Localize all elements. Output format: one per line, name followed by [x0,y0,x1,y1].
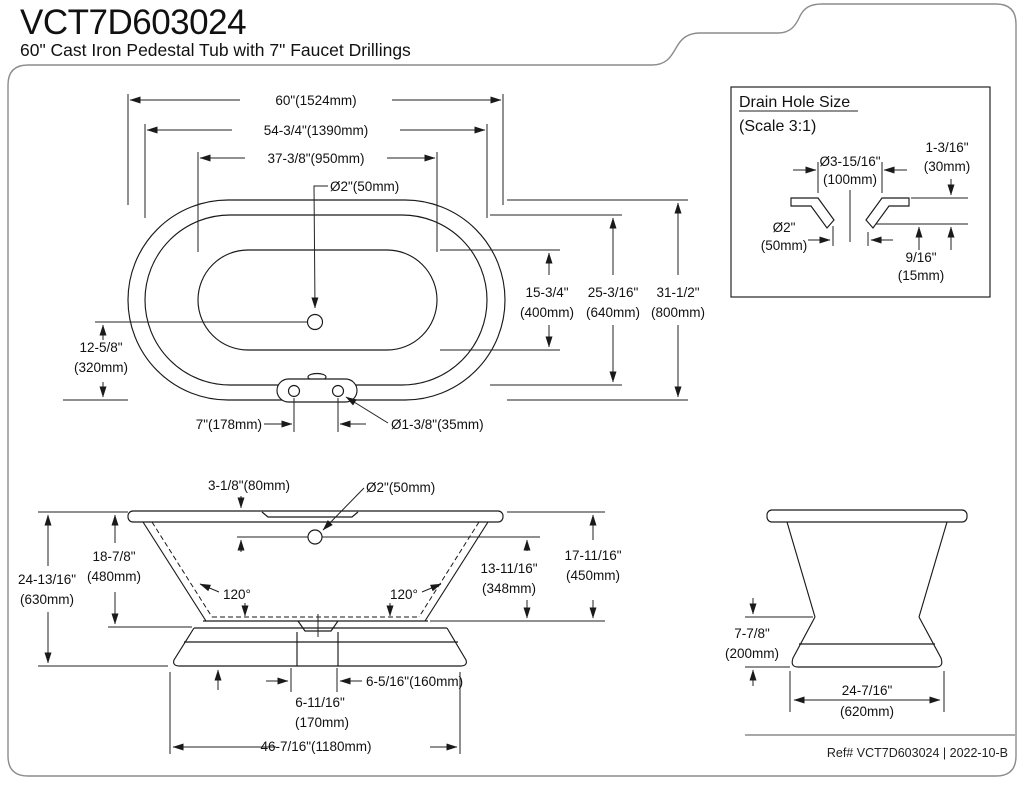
dim-height-overall-in: 24-13/16" [18,572,76,587]
dim-outer-dia-mm: (100mm) [823,172,877,187]
dim-depth-overall-mm: (800mm) [651,305,705,320]
dim-base-width-in: 24-7/16" [842,683,893,698]
side-view: 3-1/8"(80mm) Ø2"(50mm) 24-13/16" (630mm)… [18,478,622,754]
dim-drain-offset-mm: (170mm) [295,715,349,730]
dim-depth-rim-in: 25-3/16" [588,285,639,300]
dim-depth-overall-in: 31-1/2" [656,285,699,300]
dim-width-basin: 37-3/8"(950mm) [267,151,364,166]
dim-deck-width: 3-1/8"(80mm) [208,478,290,493]
dim-drain-pipe-width: 6-5/16"(160mm) [366,674,463,689]
page-subtitle: 60" Cast Iron Pedestal Tub with 7" Fauce… [20,40,411,60]
rim-profile [127,510,504,523]
wall-left [142,521,207,622]
dim-depth-inner-in: 13-11/16" [480,561,537,576]
dim-faucet-spacing: 7"(178mm) [196,417,262,432]
drain-detail-title: Drain Hole Size [739,94,850,111]
pedestal [173,627,467,667]
dim-base-length: 46-7/16"(1180mm) [260,739,371,754]
footer-ref: Ref# VCT7D603024 | 2022-10-B [827,746,1008,760]
dim-angle-left: 120° [223,587,251,602]
faucet-hole-right [331,384,345,398]
end-view-dimensions: 7-7/8" (200mm) 24-7/16" (620mm) [725,598,945,719]
dim-height-rim-mm: (480mm) [87,569,141,584]
dim-base-width-mm: (620mm) [840,704,894,719]
faucet-deck-recess [261,511,359,518]
dim-pedestal-height-in: 7-7/8" [734,626,770,641]
dim-depth-in: 1-3/16" [925,140,968,155]
dim-depth-rim-mm: (640mm) [586,305,640,320]
tub-inner-rim [144,214,488,386]
dim-lip-mm: (15mm) [898,268,945,283]
drain-detail-scale: (Scale 3:1) [739,118,816,135]
dim-width-rim: 54-3/4"(1390mm) [264,123,369,138]
wall-right [424,521,489,622]
dim-height-tub-in: 17-11/16" [564,548,621,563]
drain-detail-box [730,86,991,298]
dim-drain-offset-in: 6-11/16" [295,695,345,710]
dim-height-overall-mm: (630mm) [20,592,74,607]
page-title: VCT7D603024 [20,3,246,42]
dim-depth-basin-in: 15-3/4" [525,285,568,300]
dim-pedestal-height-mm: (200mm) [725,646,779,661]
drain-detail-dimensions: Ø3-15/16" (100mm) 1-3/16" (30mm) Ø2" (50… [761,140,971,283]
side-view-dimensions: 3-1/8"(80mm) Ø2"(50mm) 24-13/16" (630mm)… [18,478,622,754]
top-view-dimensions: 60"(1524mm) 54-3/4"(1390mm) 37-3/8"(950m… [74,93,705,432]
tub-outer-rim [127,199,506,401]
dim-drain-offset-in: 12-5/8" [79,340,122,355]
dim-width-overall: 60"(1524mm) [275,93,356,108]
dim-angle-right: 120° [390,587,418,602]
sheet-border [7,3,1017,777]
header: VCT7D603024 60" Cast Iron Pedestal Tub w… [20,3,411,60]
overflow-hole [307,529,323,545]
dim-drain-offset-mm: (320mm) [74,360,128,375]
end-view: 7-7/8" (200mm) 24-7/16" (620mm) [725,509,968,719]
pedestal-end [791,616,943,668]
dim-inner-dia-mm: (50mm) [761,238,808,253]
dim-depth-mm: (30mm) [924,159,971,174]
wall-left-end [786,521,816,618]
dim-inner-dia-in: Ø2" [773,220,796,235]
rim-profile-end [766,509,968,523]
dim-depth-inner-mm: (348mm) [482,581,536,596]
dim-height-rim-in: 18-7/8" [92,549,135,564]
drain-section-drawing [790,190,910,242]
dim-outer-dia-in: Ø3-15/16" [819,154,880,169]
dim-lip-in: 9/16" [905,250,936,265]
drain-hole [306,313,324,331]
dim-drain: Ø2"(50mm) [330,179,399,194]
dim-faucet-hole: Ø1-3/8"(35mm) [391,417,484,432]
dim-height-tub-mm: (450mm) [566,568,620,583]
tub-basin [197,249,438,351]
dim-depth-basin-mm: (400mm) [520,305,574,320]
top-view: 60"(1524mm) 54-3/4"(1390mm) 37-3/8"(950m… [63,93,705,432]
wall-right-end [918,521,948,618]
faucet-hole-left [287,384,301,398]
drain-detail: Drain Hole Size (Scale 3:1) Ø3-15/16" (1… [730,86,991,298]
dim-overflow: Ø2"(50mm) [366,480,435,495]
